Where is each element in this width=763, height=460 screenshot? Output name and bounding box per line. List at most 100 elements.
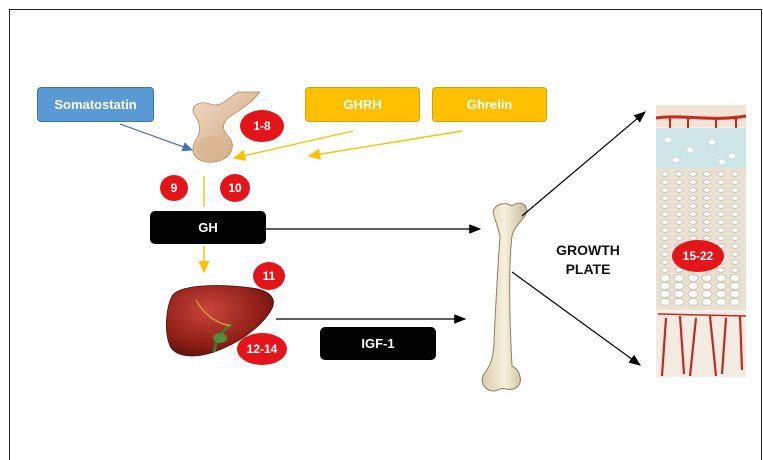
- chondrocyte-cell: [689, 188, 697, 192]
- chondrocyte-cell: [731, 180, 739, 184]
- chondrocyte-cell: [689, 180, 697, 184]
- chondrocyte-cell: [675, 172, 683, 176]
- badge-1-8: 1-8: [240, 110, 284, 142]
- chondrocyte-cell: [702, 291, 712, 298]
- chondrocyte-cell: [703, 228, 711, 232]
- chondrocyte-cell: [716, 291, 726, 298]
- chondrocyte-cell: [675, 196, 683, 200]
- chondrocyte-cell: [703, 196, 711, 200]
- chondrocyte-cell: [675, 180, 683, 184]
- chondrocyte-cell: [716, 275, 726, 282]
- badge-9: 9: [160, 175, 188, 201]
- chondrocyte-cell: [716, 299, 726, 306]
- chondrocyte-cell: [661, 252, 669, 256]
- chondrocyte-cell: [702, 283, 712, 290]
- chondrocyte-cell: [675, 188, 683, 192]
- chondrocyte-cell: [661, 228, 669, 232]
- chondrocyte-cell: [674, 291, 684, 298]
- chondrocyte-cell: [688, 299, 698, 306]
- chondrocyte-cell: [703, 172, 711, 176]
- chondrocyte-cell: [731, 196, 739, 200]
- chondrocyte-cell: [703, 220, 711, 224]
- chondrocyte-cell: [661, 196, 669, 200]
- badge-12-14: 12-14: [237, 333, 287, 365]
- badge-11: 11: [253, 262, 285, 290]
- femur-bone-image: [482, 203, 527, 391]
- chondrocyte-cell: [674, 283, 684, 290]
- badge-15-22: 15-22: [672, 240, 724, 272]
- chondrocyte-cell: [660, 291, 670, 298]
- chondrocyte-cell: [731, 244, 739, 248]
- chondrocyte-cell: [689, 172, 697, 176]
- growth-plate-label-line1: GROWTH: [548, 241, 628, 260]
- chondrocyte-cell: [716, 283, 726, 290]
- chondrocyte-cell: [702, 299, 712, 306]
- chondrocyte-cell: [703, 204, 711, 208]
- chondrocyte-cell: [730, 275, 740, 282]
- chondrocyte-cell: [717, 172, 725, 176]
- chondrocyte-cell: [703, 180, 711, 184]
- growth-plate-label: GROWTH PLATE: [548, 241, 628, 279]
- chondrocyte-cell: [717, 204, 725, 208]
- badge-10: 10: [220, 174, 250, 202]
- ghrelin-arrow: [309, 131, 462, 156]
- chondrocyte-cell: [730, 299, 740, 306]
- chondrocyte-cell: [730, 283, 740, 290]
- chondrocyte-cell: [661, 260, 669, 264]
- chondrocyte-cell: [661, 204, 669, 208]
- chondrocyte-cell: [674, 275, 684, 282]
- bone-growthplate-bottom-arrow: [512, 272, 640, 365]
- chondrocyte-cell: [731, 252, 739, 256]
- somatostatin-arrow: [120, 124, 192, 150]
- chondrocyte-cell: [661, 236, 669, 240]
- ghrh-box: GHRH: [305, 87, 420, 122]
- chondrocyte-cell: [661, 212, 669, 216]
- chondrocyte-cell: [660, 275, 670, 282]
- chondrocyte-cell: [675, 204, 683, 208]
- bone-growthplate-top-arrow: [522, 112, 645, 216]
- chondrocyte-cell: [661, 268, 669, 272]
- chondrocyte-cell: [689, 196, 697, 200]
- chondrocyte-cell: [730, 291, 740, 298]
- chondrocyte-cell: [675, 236, 683, 240]
- ghrelin-box: Ghrelin: [432, 87, 547, 122]
- chondrocyte-cell: [717, 196, 725, 200]
- chondrocyte-cell: [689, 204, 697, 208]
- chondrocyte-cell: [731, 260, 739, 264]
- chondrocyte-cell: [688, 291, 698, 298]
- chondrocyte-cell: [717, 212, 725, 216]
- chondrocyte-cell: [661, 188, 669, 192]
- growth-plate-label-line2: PLATE: [548, 260, 628, 279]
- chondrocyte-cell: [731, 212, 739, 216]
- chondrocyte-cell: [661, 172, 669, 176]
- chondrocyte-cell: [661, 244, 669, 248]
- chondrocyte-cell: [731, 236, 739, 240]
- chondrocyte-cell: [717, 268, 725, 272]
- chondrocyte-cell: [731, 268, 739, 272]
- chondrocyte-cell: [717, 220, 725, 224]
- chondrocyte-cell: [689, 220, 697, 224]
- chondrocyte-cell: [660, 299, 670, 306]
- chondrocyte-cell: [689, 212, 697, 216]
- chondrocyte-cell: [731, 188, 739, 192]
- chondrocyte-cell: [731, 172, 739, 176]
- chondrocyte-cell: [731, 228, 739, 232]
- chondrocyte-cell: [675, 212, 683, 216]
- chondrocyte-cell: [661, 180, 669, 184]
- chondrocyte-cell: [731, 204, 739, 208]
- chondrocyte-cell: [702, 275, 712, 282]
- chondrocyte-cell: [717, 180, 725, 184]
- chondrocyte-cell: [688, 275, 698, 282]
- somatostatin-box: Somatostatin: [37, 87, 154, 122]
- chondrocyte-cell: [703, 188, 711, 192]
- chondrocyte-cell: [717, 228, 725, 232]
- chondrocyte-cell: [688, 283, 698, 290]
- chondrocyte-cell: [731, 220, 739, 224]
- chondrocyte-cell: [703, 212, 711, 216]
- chondrocyte-cell: [717, 188, 725, 192]
- chondrocyte-cell: [675, 228, 683, 232]
- chondrocyte-cell: [674, 299, 684, 306]
- chondrocyte-cell: [675, 220, 683, 224]
